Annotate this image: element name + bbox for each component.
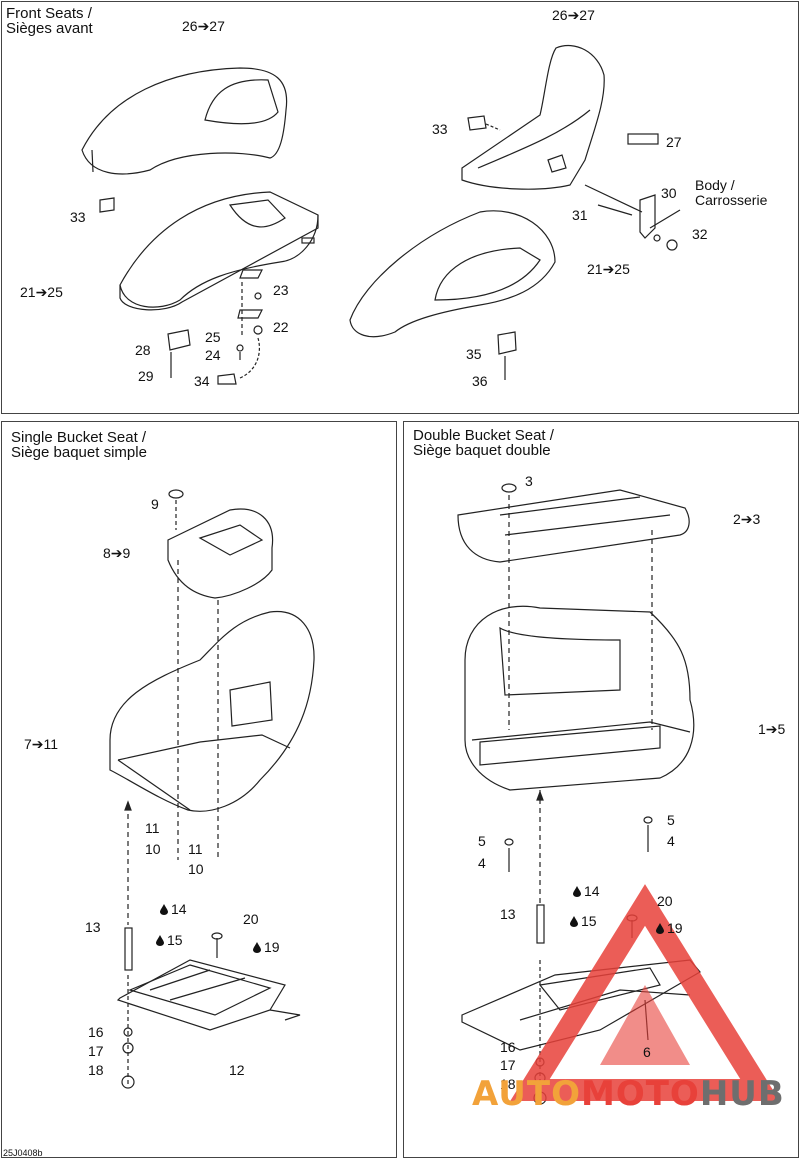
drop-icon xyxy=(656,923,664,934)
seat-backrest-right xyxy=(461,44,605,190)
callout-label: 1➔5 xyxy=(758,721,786,737)
watermark-part-auto: AUTO xyxy=(472,1074,581,1114)
double-bucket-title-en: Double Bucket Seat / xyxy=(413,427,554,444)
callout-label-19: 19 xyxy=(253,940,280,955)
double-headrest xyxy=(457,489,690,563)
callout-label-15: 15 xyxy=(570,914,597,929)
callout-label: 18 xyxy=(500,1076,516,1092)
double-bucket-seat xyxy=(464,605,695,791)
callout-label: 30 xyxy=(661,185,677,201)
automotohub-watermark xyxy=(510,884,780,1101)
callout-label: 31 xyxy=(572,207,588,223)
callout-label-15: 15 xyxy=(156,933,183,948)
callout-label: 29 xyxy=(138,368,154,384)
front-seats-title-fr: Sièges avant xyxy=(6,20,93,37)
single-bucket-title-fr: Siège baquet simple xyxy=(11,444,147,461)
callout-label: 32 xyxy=(692,226,708,242)
double-bucket-title-fr: Siège baquet double xyxy=(413,442,551,459)
callout-label: 5 xyxy=(478,833,486,849)
single-rail-base xyxy=(116,959,286,1031)
watermark-part-moto: MOTO xyxy=(580,1074,700,1114)
callout-label: 17 xyxy=(88,1043,104,1059)
callout-label-19: 19 xyxy=(656,921,683,936)
single-bucket-panel xyxy=(1,421,397,1158)
callout-label: 6 xyxy=(643,1044,651,1060)
watermark-part-hub: HUB xyxy=(699,1074,785,1114)
callout-label: 10 xyxy=(188,861,204,877)
callout-label: 13 xyxy=(85,919,101,935)
callout-label: 27 xyxy=(666,134,682,150)
callout-label: 11 xyxy=(188,841,203,857)
watermark-text: AUTOMOTOHUB xyxy=(472,1074,785,1114)
callout-label: 17 xyxy=(500,1057,516,1073)
callout-label: Carrosserie xyxy=(695,192,768,208)
single-headrest xyxy=(167,508,274,599)
callout-label: 36 xyxy=(472,373,488,389)
callout-label: 3 xyxy=(525,473,533,489)
callout-label-14: 14 xyxy=(160,902,187,917)
callout-label: 5 xyxy=(667,812,675,828)
drop-icon xyxy=(253,942,261,953)
drop-icon xyxy=(160,904,168,915)
callout-label: 8➔9 xyxy=(103,545,131,561)
callout-label: 11 xyxy=(145,820,160,836)
seat-cushion-left xyxy=(119,191,319,308)
seat-backrest-left xyxy=(81,67,288,175)
figure-code: 25J0408b xyxy=(3,1148,43,1158)
callout-label: 25 xyxy=(205,329,221,345)
callout-label: 2➔3 xyxy=(733,511,761,527)
callout-label-14: 14 xyxy=(573,884,600,899)
callout-label: 13 xyxy=(500,906,516,922)
callout-label: 18 xyxy=(88,1062,104,1078)
callout-label: 34 xyxy=(194,373,210,389)
callout-label: 26➔27 xyxy=(182,18,225,34)
single-bucket-title-en: Single Bucket Seat / xyxy=(11,429,147,446)
callout-label: 22 xyxy=(273,319,289,335)
callout-label: 21➔25 xyxy=(587,261,630,277)
callout-label: 20 xyxy=(243,911,259,927)
callout-label: 35 xyxy=(466,346,482,362)
callout-label: 16 xyxy=(500,1039,516,1055)
double-bucket-panel xyxy=(403,421,799,1158)
callout-label: 10 xyxy=(145,841,161,857)
callout-label: 9 xyxy=(151,496,159,512)
callout-label: 23 xyxy=(273,282,289,298)
drop-icon xyxy=(570,916,578,927)
callout-label: 33 xyxy=(432,121,448,137)
callout-label: 28 xyxy=(135,342,151,358)
callout-label: Body / xyxy=(695,177,735,193)
drop-icon xyxy=(573,886,581,897)
callout-label: 4 xyxy=(478,855,486,871)
callout-label: 12 xyxy=(229,1062,245,1078)
callout-label: 7➔11 xyxy=(24,736,59,752)
callout-label: 21➔25 xyxy=(20,284,63,300)
front-seats-panel xyxy=(1,1,799,414)
single-bucket-seat xyxy=(109,610,315,812)
drop-icon xyxy=(156,935,164,946)
callout-label: 4 xyxy=(667,833,675,849)
callout-label: 24 xyxy=(205,347,221,363)
callout-label: 16 xyxy=(88,1024,104,1040)
callout-label: 26➔27 xyxy=(552,7,595,23)
callout-label: 20 xyxy=(657,893,673,909)
seat-cushion-right xyxy=(349,210,556,338)
front-seats-title-en: Front Seats / xyxy=(6,5,92,22)
callout-label: 33 xyxy=(70,209,86,225)
